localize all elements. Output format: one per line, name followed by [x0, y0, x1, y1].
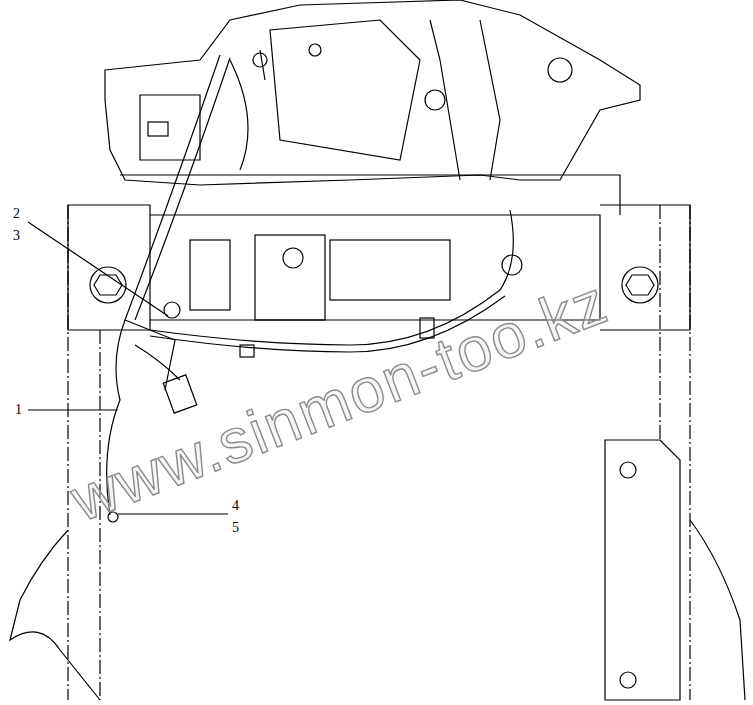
- callout-number: 1: [14, 402, 23, 418]
- callout-number: 3: [12, 228, 21, 244]
- callout-number: 5: [231, 520, 240, 536]
- callout-number: 4: [231, 498, 240, 514]
- watermark: www.sinmon-too.kz: [62, 266, 617, 535]
- callout-number: 2: [12, 206, 21, 222]
